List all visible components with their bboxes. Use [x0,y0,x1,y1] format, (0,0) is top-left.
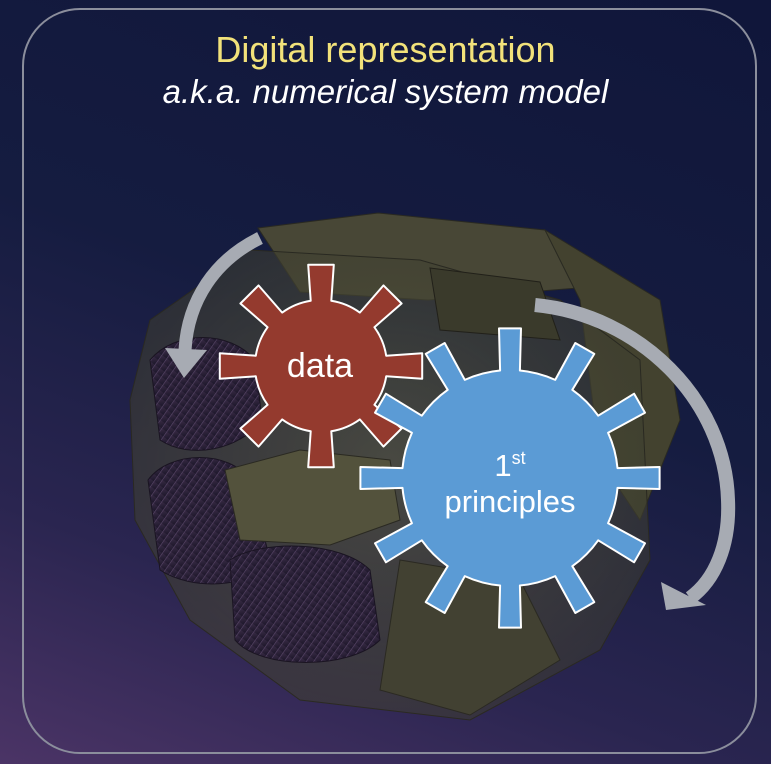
arrow-principles-cycle [534,298,736,610]
slide-subtitle: a.k.a. numerical system model [162,73,609,110]
content-frame [22,8,757,754]
arrow-data-cycle [165,232,263,378]
principles-number: 1 [494,448,512,483]
principles-superscript: st [511,448,526,468]
principles-gear-icon [359,327,661,629]
slide-title: Digital representation [215,29,556,70]
magnet-coil-bottom [229,545,381,663]
data-gear-icon [218,263,424,469]
principles-gear-label: 1st principles [425,440,595,520]
magnet-top-slot [429,267,561,341]
principles-word: principles [444,484,576,519]
data-gear-label: data [286,347,354,385]
magnet-pole-piece [224,449,401,546]
